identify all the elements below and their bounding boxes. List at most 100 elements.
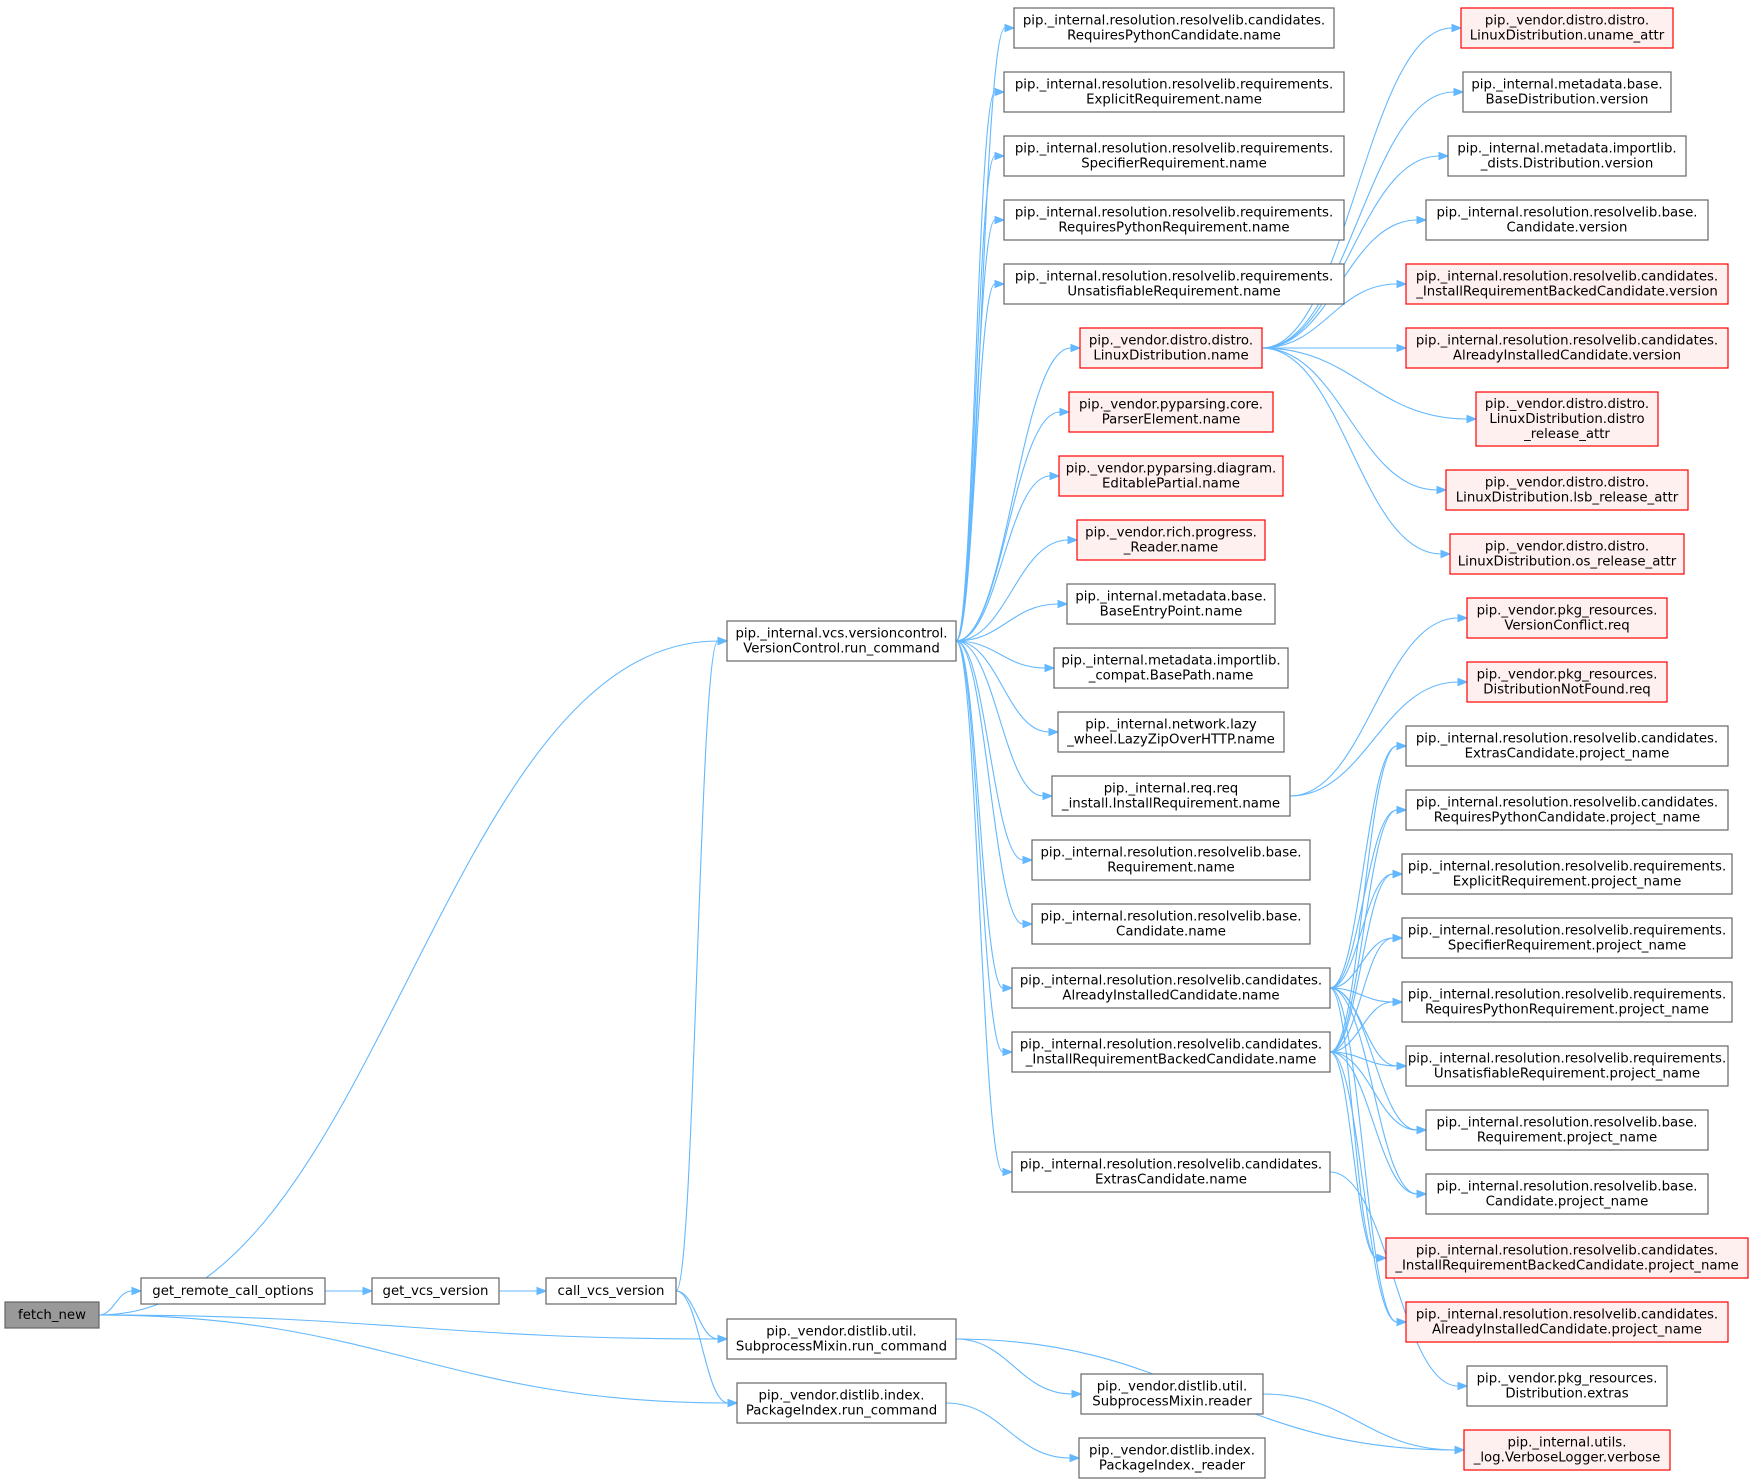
node-box	[1003, 135, 1345, 177]
node-rpr-name[interactable]: pip._internal.resolution.resolvelib.requ…	[1003, 199, 1345, 241]
node-er-pn[interactable]: pip._internal.resolution.resolvelib.requ…	[1401, 853, 1733, 895]
edge-vc-run-command-to-breq-name	[955, 640, 1034, 865]
node-label-line: VersionControl.run_command	[743, 642, 940, 657]
node-pe-name[interactable]: pip._vendor.pyparsing.core.ParserElement…	[1068, 391, 1274, 433]
node-bep-name[interactable]: pip._internal.metadata.base.BaseEntryPoi…	[1066, 583, 1276, 625]
node-aic-pn[interactable]: pip._internal.resolution.resolvelib.cand…	[1405, 1301, 1729, 1343]
node-box	[1449, 533, 1685, 575]
node-box	[726, 1318, 957, 1360]
node-rpr-pn[interactable]: pip._internal.resolution.resolvelib.requ…	[1401, 981, 1733, 1023]
node-bcand-name[interactable]: pip._internal.resolution.resolvelib.base…	[1031, 903, 1311, 945]
node-rd-name[interactable]: pip._vendor.rich.progress._Reader.name	[1076, 519, 1266, 561]
node-label-line: Distribution.extras	[1505, 1387, 1628, 1402]
node-label-line: pip._internal.resolution.resolvelib.requ…	[1015, 270, 1333, 285]
node-bp-name[interactable]: pip._internal.metadata.importlib._compat…	[1053, 647, 1289, 689]
node-box	[1405, 327, 1729, 369]
edge-sp-reader-to-verbose	[1262, 1393, 1466, 1455]
node-label-line: pip._internal.vcs.versioncontrol.	[735, 627, 947, 642]
node-distro-release-attr[interactable]: pip._vendor.distro.distro.LinuxDistribut…	[1475, 391, 1659, 447]
node-rpc-name[interactable]: pip._internal.resolution.resolvelib.cand…	[1013, 7, 1335, 49]
node-label-line: PackageIndex.run_command	[746, 1404, 937, 1419]
edge-get-remote-call-options-to-get-vcs-version	[325, 1286, 374, 1296]
node-box	[1401, 981, 1733, 1023]
node-irbc-pn[interactable]: pip._internal.resolution.resolvelib.cand…	[1385, 1237, 1749, 1279]
node-label-line: _Reader.name	[1123, 541, 1218, 556]
node-box	[371, 1277, 500, 1305]
node-get-remote-call-options[interactable]: get_remote_call_options	[140, 1277, 326, 1305]
edge-irbc-name-to-er-pn	[1329, 869, 1404, 1053]
node-sr-pn[interactable]: pip._internal.resolution.resolvelib.requ…	[1401, 917, 1733, 959]
node-ur-name[interactable]: pip._internal.resolution.resolvelib.requ…	[1003, 263, 1345, 305]
node-ec-pn[interactable]: pip._internal.resolution.resolvelib.cand…	[1405, 725, 1729, 767]
node-label-line: RequiresPythonRequirement.project_name	[1425, 1003, 1709, 1018]
node-label-line: ExtrasCandidate.name	[1095, 1173, 1247, 1188]
node-box	[1385, 1237, 1749, 1279]
node-label-line: pip._vendor.rich.progress.	[1085, 526, 1257, 541]
node-ld-name[interactable]: pip._vendor.distro.distro.LinuxDistribut…	[1079, 327, 1263, 369]
node-label-line: pip._vendor.distro.distro.	[1485, 14, 1649, 29]
node-box	[1031, 903, 1311, 945]
node-label-line: Requirement.name	[1107, 861, 1234, 876]
node-lz-name[interactable]: pip._internal.network.lazy_wheel.LazyZip…	[1057, 711, 1285, 753]
node-vc-run-command[interactable]: pip._internal.vcs.versioncontrol.Version…	[726, 620, 957, 662]
node-label-line: pip._vendor.distlib.index.	[1089, 1444, 1255, 1459]
node-sp-reader[interactable]: pip._vendor.distlib.util.SubprocessMixin…	[1080, 1373, 1264, 1415]
node-lsb-release-attr[interactable]: pip._vendor.distro.distro.LinuxDistribut…	[1445, 469, 1689, 511]
node-irbc-name[interactable]: pip._internal.resolution.resolvelib.cand…	[1011, 1031, 1331, 1073]
node-label-line: AlreadyInstalledCandidate.project_name	[1432, 1323, 1702, 1338]
node-aic-version[interactable]: pip._internal.resolution.resolvelib.cand…	[1405, 327, 1729, 369]
node-label-line: call_vcs_version	[558, 1284, 665, 1299]
node-get-vcs-version[interactable]: get_vcs_version	[371, 1277, 500, 1305]
node-dist-extras[interactable]: pip._vendor.pkg_resources.Distribution.e…	[1466, 1365, 1668, 1407]
node-ec-name[interactable]: pip._internal.resolution.resolvelib.cand…	[1011, 1151, 1331, 1193]
node-ep-name[interactable]: pip._vendor.pyparsing.diagram.EditablePa…	[1058, 455, 1284, 497]
node-sr-name[interactable]: pip._internal.resolution.resolvelib.requ…	[1003, 135, 1345, 177]
edge-ld-name-to-aic-version	[1262, 343, 1408, 353]
node-label-line: SpecifierRequirement.name	[1081, 157, 1267, 172]
node-irbc-version[interactable]: pip._internal.resolution.resolvelib.cand…	[1405, 263, 1729, 305]
node-cand-version[interactable]: pip._internal.resolution.resolvelib.base…	[1425, 199, 1709, 241]
node-box	[1053, 647, 1289, 689]
node-sp-run-command[interactable]: pip._vendor.distlib.util.SubprocessMixin…	[726, 1318, 957, 1360]
node-label-line: PackageIndex._reader	[1099, 1459, 1246, 1474]
node-er-name[interactable]: pip._internal.resolution.resolvelib.requ…	[1003, 71, 1345, 113]
node-label-line: pip._vendor.pkg_resources.	[1477, 668, 1658, 683]
node-uname-attr[interactable]: pip._vendor.distro.distro.LinuxDistribut…	[1460, 7, 1674, 49]
node-dnf-req[interactable]: pip._vendor.pkg_resources.DistributionNo…	[1466, 661, 1668, 703]
node-dist-version[interactable]: pip._internal.metadata.importlib._dists.…	[1447, 135, 1687, 177]
node-label-line: pip._internal.metadata.base.	[1075, 590, 1266, 605]
node-os-release-attr[interactable]: pip._vendor.distro.distro.LinuxDistribut…	[1449, 533, 1685, 575]
node-bcand-pn[interactable]: pip._internal.resolution.resolvelib.base…	[1425, 1173, 1709, 1215]
node-label-line: pip._vendor.distlib.util.	[1097, 1380, 1248, 1395]
node-vc-req[interactable]: pip._vendor.pkg_resources.VersionConflic…	[1466, 597, 1668, 639]
node-pi-reader[interactable]: pip._vendor.distlib.index.PackageIndex._…	[1078, 1437, 1266, 1479]
node-ir-name[interactable]: pip._internal.req.req_install.InstallReq…	[1051, 775, 1291, 817]
node-label-line: Candidate.project_name	[1486, 1195, 1649, 1210]
node-label-line: get_vcs_version	[383, 1284, 489, 1299]
edge-irbc-name-to-breq-pn	[1329, 1051, 1428, 1135]
node-fetch-new[interactable]: fetch_new	[4, 1301, 100, 1329]
node-label-line: RequiresPythonCandidate.name	[1067, 29, 1281, 44]
edge-fetch-new-to-pi-run-command	[98, 1314, 739, 1408]
node-label-line: VersionConflict.req	[1504, 619, 1629, 634]
node-box	[1475, 391, 1659, 447]
node-bd-version[interactable]: pip._internal.metadata.base.BaseDistribu…	[1462, 71, 1672, 113]
node-label-line: pip._internal.network.lazy	[1085, 718, 1257, 733]
node-label-line: pip._internal.resolution.resolvelib.cand…	[1416, 732, 1718, 747]
node-label-line: _compat.BasePath.name	[1088, 669, 1254, 684]
node-label-line: LinuxDistribution.os_release_attr	[1458, 555, 1677, 570]
node-verbose[interactable]: pip._internal.utils._log.VerboseLogger.v…	[1463, 1429, 1671, 1471]
node-label-line: pip._internal.resolution.resolvelib.requ…	[1408, 988, 1726, 1003]
node-pi-run-command[interactable]: pip._vendor.distlib.index.PackageIndex.r…	[736, 1382, 947, 1424]
node-breq-pn[interactable]: pip._internal.resolution.resolvelib.base…	[1425, 1109, 1709, 1151]
node-aic-name[interactable]: pip._internal.resolution.resolvelib.cand…	[1011, 967, 1331, 1009]
node-call-vcs-version[interactable]: call_vcs_version	[545, 1277, 677, 1305]
edge-ec-name-to-dist-extras	[1329, 1171, 1469, 1391]
edge-vc-run-command-to-lz-name	[955, 640, 1060, 737]
node-ur-pn[interactable]: pip._internal.resolution.resolvelib.requ…	[1405, 1045, 1729, 1087]
node-label-line: pip._internal.resolution.resolvelib.base…	[1436, 1180, 1697, 1195]
node-rpc-pn[interactable]: pip._internal.resolution.resolvelib.cand…	[1405, 789, 1729, 831]
node-label-line: _install.InstallRequirement.name	[1061, 797, 1280, 812]
node-breq-name[interactable]: pip._internal.resolution.resolvelib.base…	[1031, 839, 1311, 881]
